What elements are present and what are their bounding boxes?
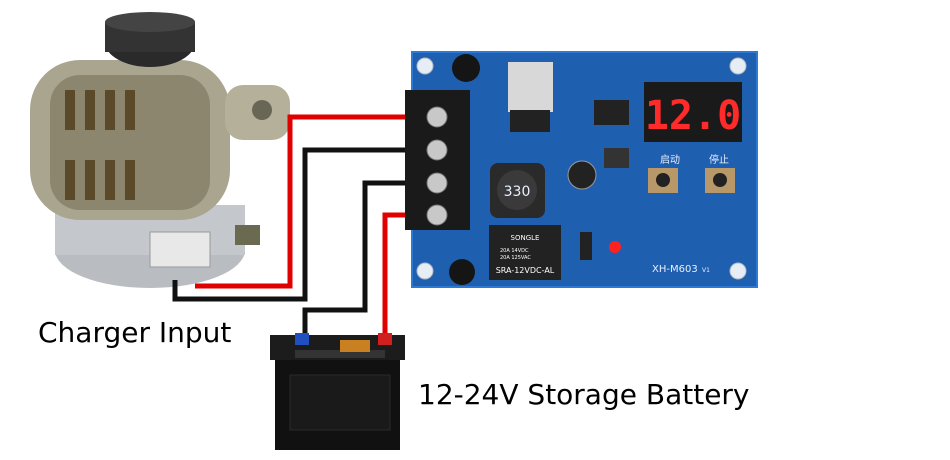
wire-battery-negative	[302, 180, 430, 335]
wire-charger-negative	[172, 147, 430, 302]
wire-charger-positive	[195, 114, 430, 289]
battery	[270, 333, 405, 450]
stop-label: 停止	[709, 153, 729, 166]
storage-battery-label: 12-24V Storage Battery	[418, 378, 750, 411]
inductor-marking: 330	[504, 184, 531, 200]
charger-input-label: Charger Input	[38, 316, 232, 349]
xh-m603-board: 330 SONGLE 20A 14VDC 20A 125VAC SRA-12VD…	[405, 51, 758, 288]
board-version: V1	[702, 267, 710, 274]
relay-model: SRA-12VDC-AL	[496, 266, 555, 275]
board-model: XH-M603	[652, 264, 698, 275]
battery-negative-terminal	[295, 333, 309, 345]
relay-rating-1: 20A 14VDC	[500, 248, 529, 254]
voltage-display: 12.0	[645, 93, 741, 139]
relay-rating-2: 20A 125VAC	[500, 255, 531, 261]
battery-positive-terminal	[378, 333, 392, 345]
relay-brand: SONGLE	[511, 234, 540, 242]
alternator	[30, 12, 290, 288]
start-label: 启动	[660, 153, 680, 166]
